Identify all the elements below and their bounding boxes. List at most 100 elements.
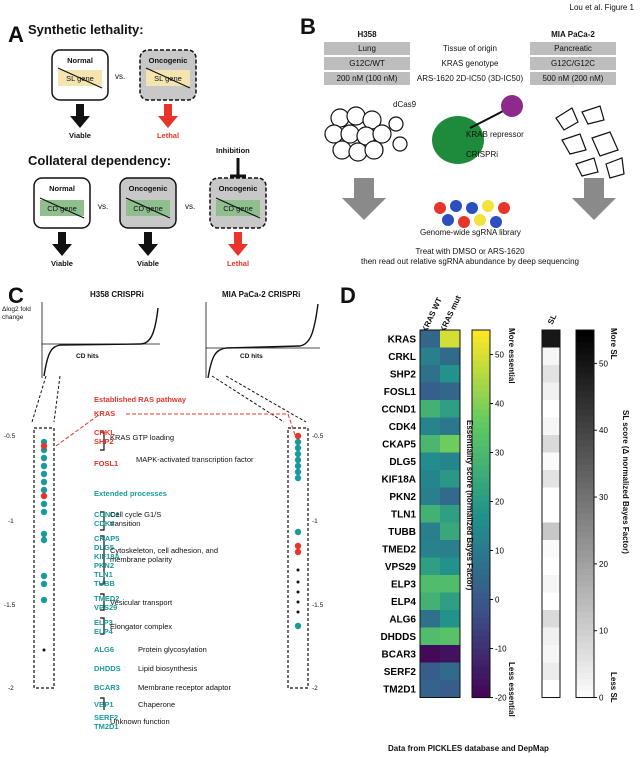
right-screen-title: MIA PaCa-2 CRISPRi (222, 290, 301, 299)
sl-cell (542, 452, 560, 470)
sl-cell (542, 417, 560, 435)
ess-colorbar-segment (472, 495, 490, 503)
cd-hits-left: CD hits (76, 353, 99, 360)
right-hit-dots (294, 438, 302, 630)
sl-cell (542, 645, 560, 663)
function-lipid: Lipid biosynthesis (138, 664, 198, 673)
heatmap-cell-mut (440, 522, 460, 540)
ess-colorbar-segment (472, 330, 490, 337)
sl-colorbar-segment (576, 611, 594, 619)
right-tick-3: -1.5 (312, 602, 324, 609)
ess-colorbar-segment (472, 648, 490, 656)
right-row-3: 500 nM (200 nM) (530, 72, 616, 85)
ess-colorbar-segment (472, 642, 490, 650)
function-unknown: Unknown function (110, 717, 170, 726)
ess-colorbar-segment (472, 421, 490, 429)
ess-colorbar-segment (472, 660, 490, 668)
sl-colorbar-segment (576, 575, 594, 582)
ess-colorbar-segment (472, 526, 490, 533)
sl-colorbar-segment (576, 348, 594, 356)
heatmap-cell-wt (420, 557, 440, 575)
ess-tick-label: 0 (495, 596, 500, 605)
function-mapk-tf: MAPK-activated transcription factor (136, 455, 254, 464)
heatmap-row-label: TLN1 (391, 509, 416, 520)
gene-kras: KRAS (94, 409, 116, 418)
dcas9-label: dCas9 (393, 100, 417, 109)
heatmap-row-label: SERF2 (384, 667, 417, 678)
gene-serf2: SERF2 (94, 713, 119, 722)
ess-colorbar-segment (472, 599, 490, 607)
sl-colorbar-segment (576, 403, 594, 411)
right-zoom-line-2 (225, 375, 307, 423)
sl-colorbar-segment (576, 452, 594, 460)
ess-colorbar-segment (472, 575, 490, 582)
sl-colorbar-segment (576, 532, 594, 539)
heatmap-row-label: CKAP5 (382, 439, 416, 450)
right-other-dots (42, 568, 300, 652)
heatmap-cell-wt (420, 610, 440, 628)
sl-oncogenic-label: Oncogenic (148, 56, 188, 65)
ess-colorbar-segment (472, 336, 490, 343)
sl-cell (542, 330, 560, 348)
right-zoom-line-1 (211, 375, 285, 423)
cd-gene-label-2: CD gene (133, 204, 163, 213)
ess-colorbar-segment (472, 691, 490, 699)
heatmap-cell-mut (440, 382, 460, 400)
sl-colorbar-segment (576, 483, 594, 490)
ess-colorbar-segment (472, 581, 490, 588)
heatmap-cell-wt (420, 382, 440, 400)
krab-domain (501, 95, 523, 117)
sl-colorbar-border (575, 329, 595, 698)
gene-knockout-slash-2 (145, 67, 191, 89)
gene-knockout-slash (57, 67, 103, 89)
cd-oncogenic-inhibited-label: Oncogenic (218, 184, 258, 193)
sl-cell (542, 610, 560, 628)
sl-cell (542, 557, 560, 575)
gene-crkl: CRKL (94, 428, 115, 437)
heatmap-cell-wt (420, 417, 440, 435)
down-arrow-cd-3 (228, 232, 248, 256)
sl-colorbar-segment (576, 648, 594, 656)
h358-cells (324, 106, 408, 162)
function-elongator: Elongator complex (110, 622, 173, 631)
sl-colorbar-segment (576, 673, 594, 680)
ess-colorbar-segment (472, 654, 490, 662)
right-big-arrow (572, 178, 616, 220)
sl-colorbar-segment (576, 458, 594, 466)
heatmap-cell-wt (420, 330, 440, 348)
sl-header: SL (546, 312, 559, 326)
sl-colorbar-segment (576, 379, 594, 386)
heatmap-cell-wt (420, 347, 440, 365)
sl-colorbar-segment (576, 617, 594, 625)
sl-colorbar-segment (576, 342, 594, 349)
heatmap-row-label: DLG5 (389, 457, 416, 468)
sl-colorbar-segment (576, 624, 594, 631)
sl-colorbar-segment (576, 428, 594, 435)
sl-cell (542, 365, 560, 383)
gene-elp3: ELP3 (94, 618, 113, 627)
right-row-1: Pancreatic (530, 42, 616, 55)
krab-linker (469, 109, 506, 129)
function-gtp-loading: KRAS GTP loading (110, 433, 175, 442)
cd-knockout-slash-2 (125, 197, 171, 219)
left-tick-3: -1.5 (4, 602, 16, 609)
sl-colorbar-segment (576, 630, 594, 637)
sl-colorbar-segment (576, 581, 594, 588)
sl-colorbar-segment (576, 470, 594, 478)
heatmap-row-label: ELP4 (391, 597, 416, 608)
cd-knockout-slash (39, 197, 85, 219)
ess-colorbar-segment (472, 452, 490, 460)
sl-vs: vs. (115, 72, 126, 81)
ess-tick-label: 30 (495, 449, 504, 458)
heatmap-row-label: CRKL (388, 352, 416, 363)
library-label: Genome-wide sgRNA library (420, 228, 521, 237)
ess-colorbar-segment (472, 550, 490, 558)
ess-colorbar-segment (472, 568, 490, 576)
ess-tick-label: -20 (495, 694, 507, 703)
ess-colorbar-segment (472, 501, 490, 509)
gene-dlg5: DLG5 (94, 543, 115, 552)
sgrna-library (434, 200, 510, 228)
right-tick-1: -0.5 (312, 433, 324, 440)
heatmap-cell-wt (420, 400, 440, 418)
panel-d-heatmap: KRASCRKLSHP2FOSL1CCND1CDK4CKAP5DLG5KIF18… (380, 329, 608, 703)
